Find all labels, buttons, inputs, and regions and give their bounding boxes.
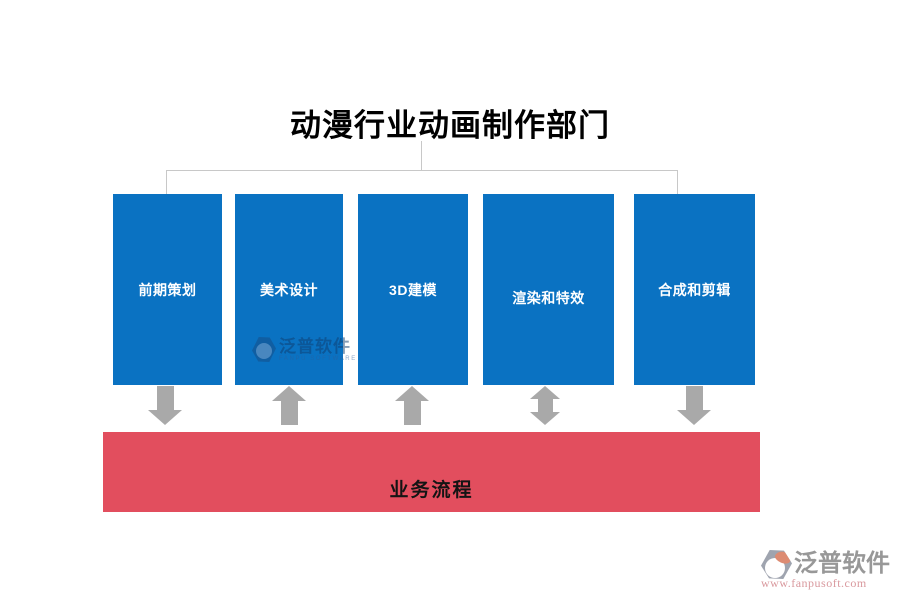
arrow-stem bbox=[403, 401, 421, 425]
diagram-title: 动漫行业动画制作部门 bbox=[290, 108, 610, 143]
arrow-stem bbox=[280, 401, 298, 425]
arrow-head-up bbox=[530, 386, 560, 399]
arrow-stem bbox=[537, 399, 553, 412]
down-arrow-icon bbox=[148, 386, 182, 426]
watermark-subtitle-text: FANPU SOFTWARE bbox=[279, 356, 357, 362]
department-label: 渲染和特效 bbox=[512, 289, 585, 306]
arrow-head-down bbox=[148, 410, 182, 425]
double-arrow-icon bbox=[528, 386, 562, 426]
watermark-brand-text: 泛普软件 bbox=[279, 337, 351, 356]
arrow-head-down bbox=[677, 410, 711, 425]
connector-line-drop-left bbox=[166, 171, 167, 194]
watermark: 泛普软件 FANPU SOFTWARE bbox=[252, 337, 357, 362]
department-box-preplanning: 前期策划 bbox=[113, 194, 222, 385]
connector-line-vertical-root bbox=[421, 141, 422, 170]
arrow-head-down bbox=[530, 412, 560, 425]
up-arrow-icon bbox=[272, 386, 306, 426]
department-box-rendering-effects: 渲染和特效 bbox=[483, 194, 614, 385]
arrow-stem bbox=[685, 386, 703, 410]
process-bar-label: 业务流程 bbox=[389, 480, 474, 501]
arrow-head-up bbox=[272, 386, 306, 401]
arrow-stem bbox=[156, 386, 174, 410]
department-label: 美术设计 bbox=[260, 281, 318, 298]
logo-url-text: www.fanpusoft.com bbox=[761, 576, 867, 590]
department-label: 合成和剪辑 bbox=[658, 281, 731, 298]
connector-line-horizontal bbox=[166, 170, 678, 171]
department-box-3d-modeling: 3D建模 bbox=[358, 194, 468, 385]
down-arrow-icon bbox=[677, 386, 711, 426]
fanpu-hexagon-logo-icon bbox=[761, 550, 792, 579]
connector-line-drop-right bbox=[677, 171, 678, 194]
fanpu-logo: 泛普软件 www.fanpusoft.com bbox=[761, 550, 895, 591]
department-label: 前期策划 bbox=[138, 281, 197, 298]
fanpu-hexagon-logo-icon bbox=[252, 337, 276, 362]
up-arrow-icon bbox=[395, 386, 429, 426]
department-box-art-design: 美术设计 bbox=[235, 194, 343, 385]
arrow-head-up bbox=[395, 386, 429, 401]
logo-row: 泛普软件 bbox=[761, 550, 895, 579]
watermark-texts: 泛普软件 FANPU SOFTWARE bbox=[279, 337, 357, 362]
department-box-compositing-editing: 合成和剪辑 bbox=[634, 194, 755, 385]
department-label: 3D建模 bbox=[389, 281, 437, 298]
logo-brand-text: 泛普软件 bbox=[794, 551, 890, 577]
process-bar: 业务流程 bbox=[103, 432, 760, 512]
